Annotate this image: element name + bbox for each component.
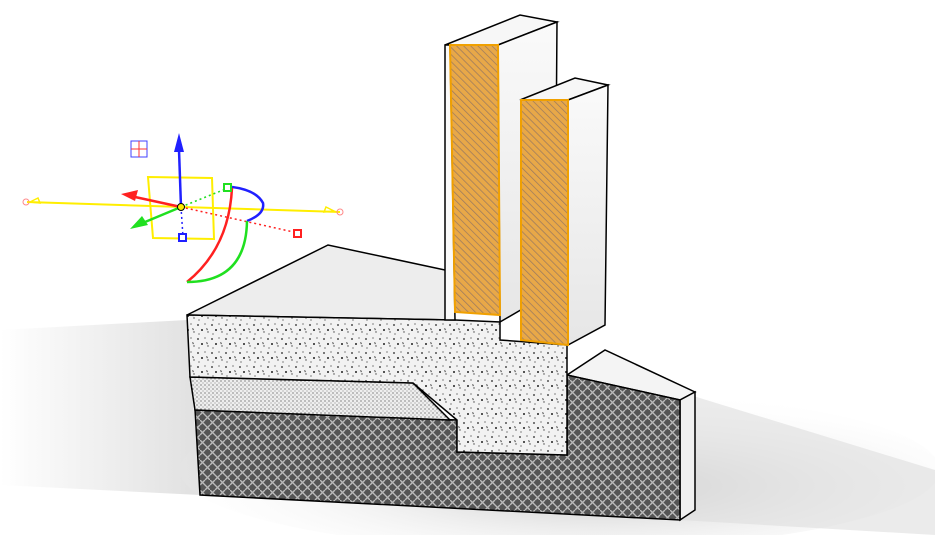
- wall-back-edge: [444, 44, 456, 321]
- gizmo-scale-tri-left: [27, 196, 42, 204]
- move-arrow-z: [177, 149, 183, 208]
- slab-top-face: [186, 244, 456, 321]
- soil-side-face: [679, 390, 696, 522]
- move-arrow-z-head: [174, 133, 184, 152]
- rotate-arc-y: [186, 220, 249, 284]
- insulation-front: [520, 99, 569, 347]
- transform-gizmo[interactable]: [22, 133, 344, 284]
- scale-handle-x: [293, 229, 302, 238]
- gizmo-scale-tri-right: [322, 205, 337, 213]
- scale-handle-z: [178, 233, 187, 242]
- concrete-section: [186, 314, 568, 456]
- scale-handle-y: [223, 183, 232, 192]
- move-arrow-y-head: [130, 216, 148, 229]
- move-arrow-x: [134, 195, 182, 209]
- move-arrow-y: [144, 205, 182, 224]
- plane-handle: [146, 175, 216, 241]
- cplane-icon: [130, 140, 148, 158]
- gizmo-center-icon: [177, 203, 185, 211]
- slab[interactable]: [186, 244, 568, 456]
- rotate-arc-z: [231, 185, 265, 223]
- insulation-back: [448, 44, 502, 317]
- rotate-arc-x: [186, 187, 234, 283]
- wall-front-side: [567, 83, 609, 347]
- move-arrow-x-head: [121, 190, 138, 201]
- gizmo-endpoint-right: [336, 208, 344, 216]
- wall-front[interactable]: [519, 77, 611, 347]
